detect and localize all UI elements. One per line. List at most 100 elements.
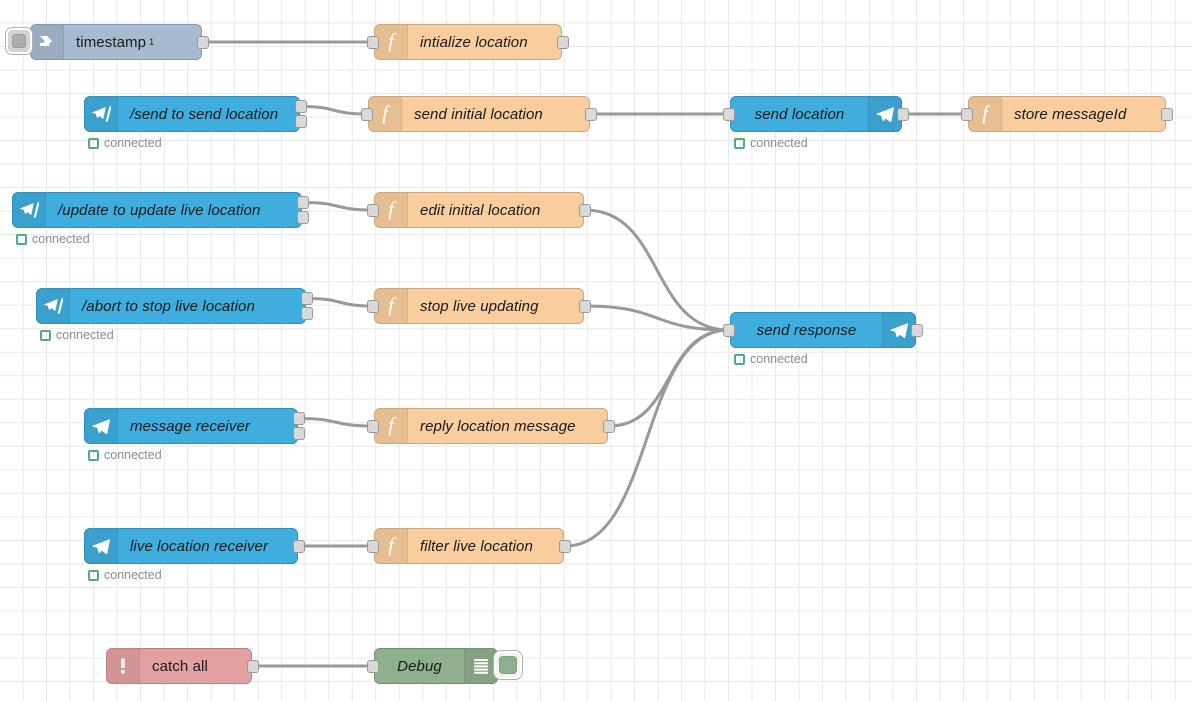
node-output-port[interactable] bbox=[603, 419, 615, 433]
node-label: /abort to stop live location bbox=[82, 297, 255, 315]
node-output-port[interactable] bbox=[297, 196, 309, 209]
node-fn-intialize[interactable]: f intialize location bbox=[374, 24, 562, 60]
function-f-icon: f bbox=[375, 409, 408, 443]
node-input-port[interactable] bbox=[367, 659, 379, 673]
node-output-port[interactable] bbox=[293, 539, 305, 553]
node-output-port[interactable] bbox=[247, 659, 259, 673]
node-output-port[interactable] bbox=[295, 115, 307, 128]
status-ok-icon bbox=[734, 353, 745, 365]
svg-text:f: f bbox=[388, 416, 397, 436]
status-ok-icon bbox=[16, 233, 27, 245]
node-label: filter live location bbox=[420, 537, 533, 555]
node-output-port[interactable] bbox=[557, 35, 569, 49]
node-output-port[interactable] bbox=[297, 211, 309, 224]
node-input-port[interactable] bbox=[367, 203, 379, 217]
inject-arrow-icon bbox=[31, 25, 64, 59]
status-label: connected bbox=[56, 328, 114, 342]
node-tg-send-location[interactable]: send location bbox=[730, 96, 902, 132]
node-output-port[interactable] bbox=[585, 107, 597, 121]
debug-lines-icon bbox=[464, 649, 497, 683]
node-tg-send-response[interactable]: send response bbox=[730, 312, 916, 348]
node-output-port[interactable] bbox=[293, 427, 305, 440]
node-status: connected bbox=[734, 136, 808, 150]
wire bbox=[583, 208, 731, 332]
telegram-plane-icon bbox=[882, 313, 915, 347]
node-output-port[interactable] bbox=[559, 539, 571, 553]
node-input-port[interactable] bbox=[723, 107, 735, 121]
svg-text:f: f bbox=[388, 536, 397, 556]
node-input-port[interactable] bbox=[367, 299, 379, 313]
node-input-port[interactable] bbox=[961, 107, 973, 121]
node-tg-cmd-send[interactable]: /send to send location bbox=[84, 96, 300, 132]
status-label: connected bbox=[104, 136, 162, 150]
node-output-port[interactable] bbox=[579, 299, 591, 313]
status-label: connected bbox=[104, 568, 162, 582]
node-fn-store-messageid[interactable]: f store messageId bbox=[968, 96, 1166, 132]
telegram-command-icon bbox=[37, 289, 70, 323]
wire bbox=[297, 417, 375, 428]
function-f-icon: f bbox=[375, 193, 408, 227]
node-label: stop live updating bbox=[420, 297, 539, 315]
status-label: connected bbox=[750, 136, 808, 150]
node-tg-message-receiver[interactable]: message receiver bbox=[84, 408, 298, 444]
status-ok-icon bbox=[88, 449, 99, 461]
status-ok-icon bbox=[88, 137, 99, 149]
node-output-port[interactable] bbox=[911, 323, 923, 337]
node-label: catch all bbox=[152, 657, 208, 675]
node-input-port[interactable] bbox=[361, 107, 373, 121]
node-label: intialize location bbox=[420, 33, 528, 51]
node-status: connected bbox=[40, 328, 114, 342]
node-output-port[interactable] bbox=[301, 292, 313, 305]
node-catch-all[interactable]: catch all bbox=[106, 648, 252, 684]
svg-text:f: f bbox=[982, 104, 991, 124]
node-tg-cmd-abort[interactable]: /abort to stop live location bbox=[36, 288, 306, 324]
status-label: connected bbox=[750, 352, 808, 366]
wire bbox=[299, 105, 369, 116]
node-output-port[interactable] bbox=[293, 412, 305, 425]
node-status: connected bbox=[88, 448, 162, 462]
node-fn-edit-initial[interactable]: f edit initial location bbox=[374, 192, 584, 228]
node-tg-cmd-update[interactable]: /update to update live location bbox=[12, 192, 302, 228]
node-input-port[interactable] bbox=[367, 539, 379, 553]
node-input-port[interactable] bbox=[723, 323, 735, 337]
node-output-port[interactable] bbox=[197, 35, 209, 49]
node-label: Debug bbox=[397, 657, 442, 675]
node-output-port[interactable] bbox=[579, 203, 591, 217]
function-f-icon: f bbox=[375, 529, 408, 563]
node-input-port[interactable] bbox=[367, 35, 379, 49]
function-f-icon: f bbox=[969, 97, 1002, 131]
node-label: /update to update live location bbox=[58, 201, 261, 219]
node-output-port[interactable] bbox=[1161, 107, 1173, 121]
inject-trigger-button[interactable] bbox=[6, 28, 32, 54]
node-output-port[interactable] bbox=[301, 307, 313, 320]
node-label: send location bbox=[754, 105, 845, 123]
node-tg-live-receiver[interactable]: live location receiver bbox=[84, 528, 298, 564]
wire bbox=[301, 201, 375, 212]
node-status: connected bbox=[16, 232, 90, 246]
node-label: edit initial location bbox=[420, 201, 541, 219]
wire bbox=[305, 297, 375, 308]
node-status: connected bbox=[88, 568, 162, 582]
status-ok-icon bbox=[88, 569, 99, 581]
telegram-plane-icon bbox=[85, 529, 118, 563]
node-debug-node[interactable]: Debug bbox=[374, 648, 498, 684]
node-label: store messageId bbox=[1014, 105, 1127, 123]
node-fn-filter-live[interactable]: f filter live location bbox=[374, 528, 564, 564]
node-status: connected bbox=[88, 136, 162, 150]
status-ok-icon bbox=[734, 137, 745, 149]
node-output-port[interactable] bbox=[295, 100, 307, 113]
status-label: connected bbox=[104, 448, 162, 462]
exclamation-icon bbox=[107, 649, 140, 683]
function-f-icon: f bbox=[375, 25, 408, 59]
node-input-port[interactable] bbox=[367, 419, 379, 433]
node-output-port[interactable] bbox=[897, 107, 909, 121]
debug-enable-toggle[interactable] bbox=[494, 651, 522, 679]
status-ok-icon bbox=[40, 329, 51, 341]
node-label: message receiver bbox=[130, 417, 250, 435]
